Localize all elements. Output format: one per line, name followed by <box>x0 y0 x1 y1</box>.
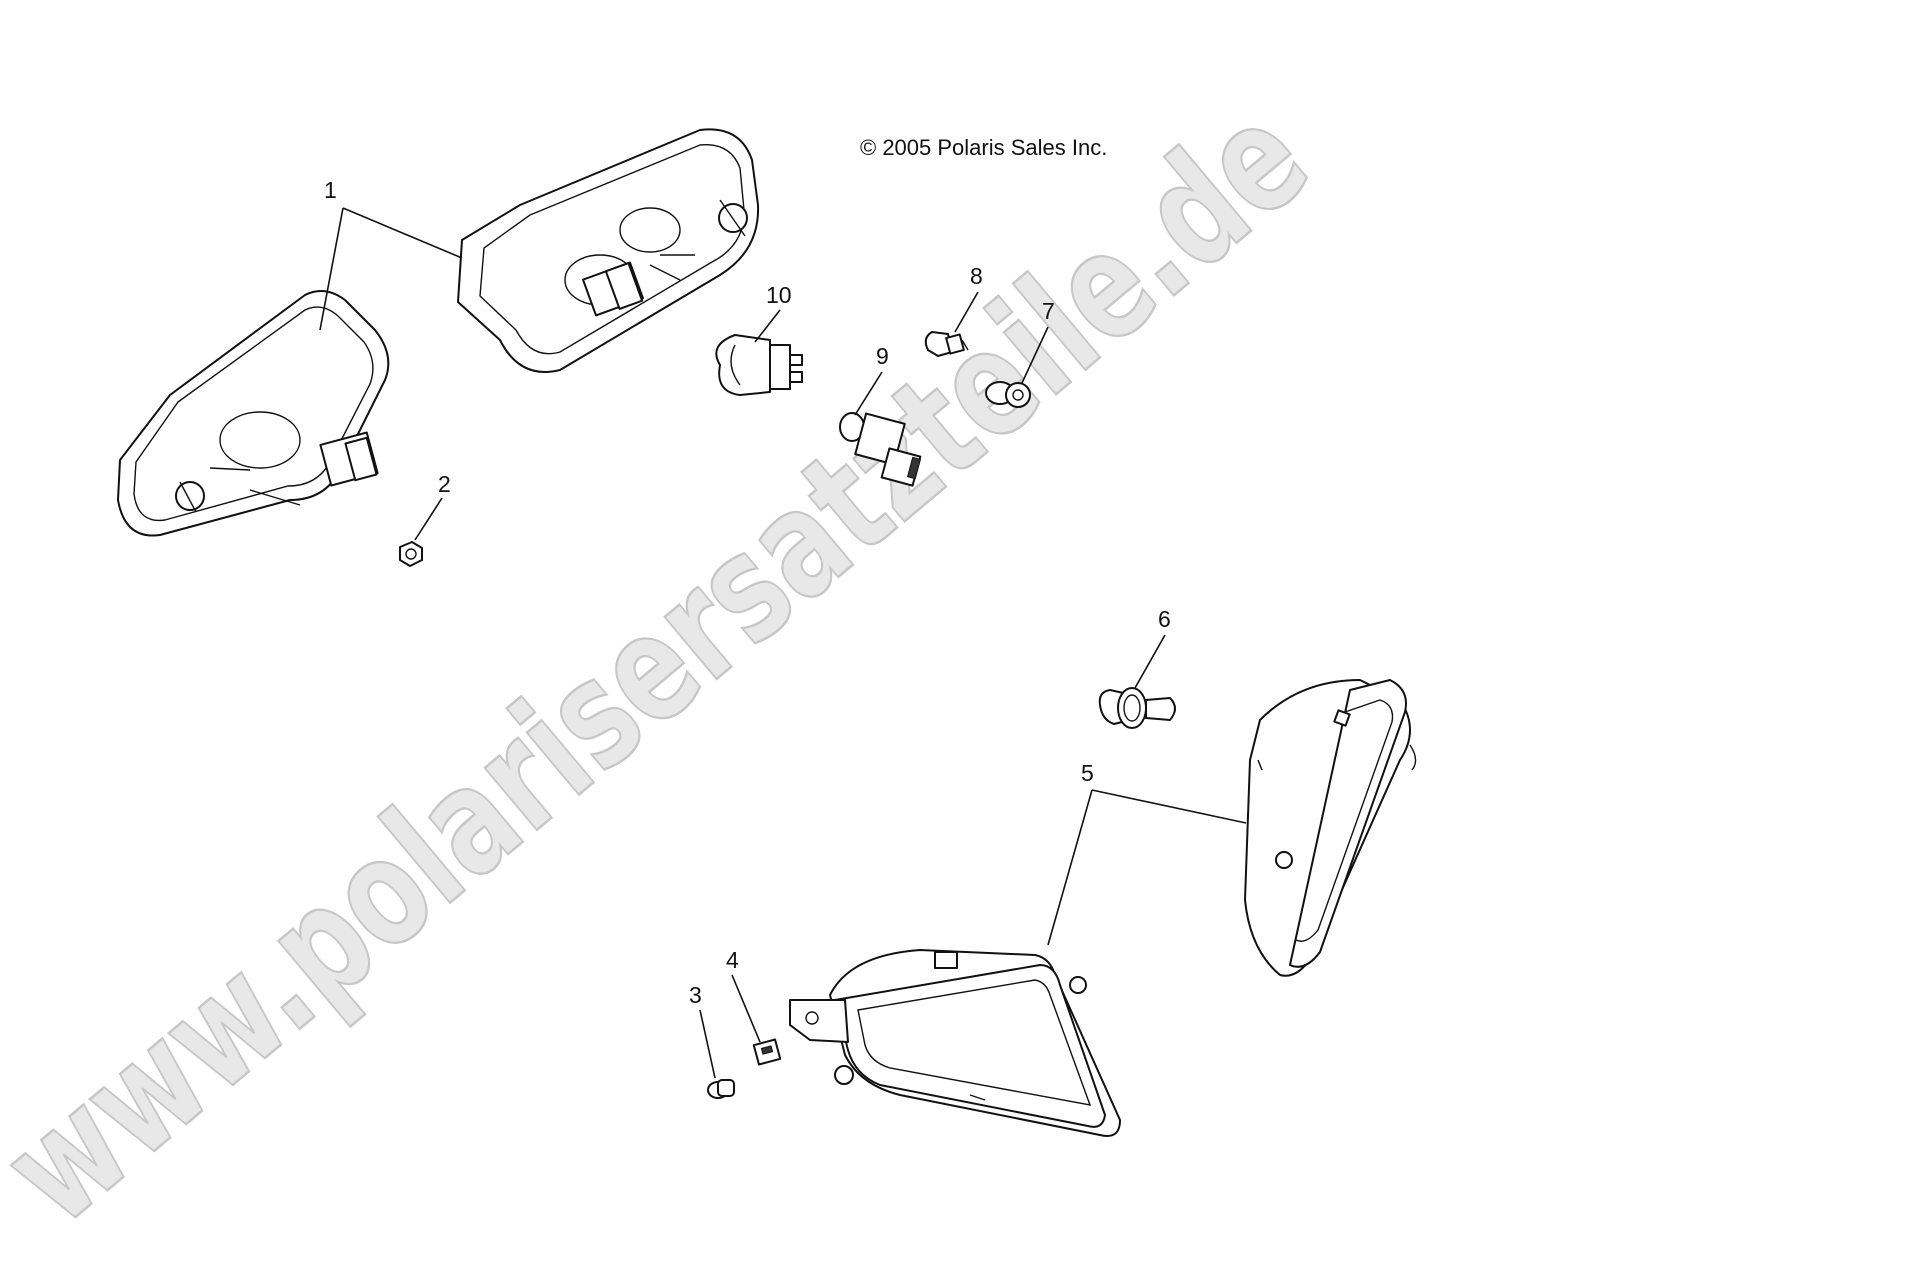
bulb-part-10 <box>715 334 803 396</box>
leader-line-10 <box>754 309 781 343</box>
callout-6: 6 <box>1158 606 1171 632</box>
tail-lamp-upper <box>457 128 760 373</box>
callout-9: 9 <box>876 343 889 369</box>
callout-4: 4 <box>726 947 739 973</box>
leader-line-1 <box>319 207 463 331</box>
leader-line-3 <box>699 1009 716 1079</box>
callout-2: 2 <box>438 471 451 497</box>
clip-part-4 <box>752 1038 782 1066</box>
headlight-bulb-part-6 <box>1098 687 1176 729</box>
leader-line-4 <box>731 974 761 1043</box>
bulb-part-8 <box>924 331 969 357</box>
callout-5: 5 <box>1081 760 1094 786</box>
callout-7: 7 <box>1042 298 1055 324</box>
screw-part-3 <box>707 1079 735 1099</box>
leader-line-9 <box>854 371 883 416</box>
tail-lamp-lower <box>117 290 390 537</box>
copyright-text: © 2005 Polaris Sales Inc. <box>860 135 1107 160</box>
callout-1: 1 <box>324 177 337 203</box>
headlight-left <box>789 949 1121 1137</box>
headlight-right <box>1244 679 1417 977</box>
socket-part-9 <box>839 412 922 487</box>
callout-8: 8 <box>970 263 983 289</box>
callout-3: 3 <box>689 982 702 1008</box>
nut-part-2 <box>399 541 423 567</box>
socket-part-7 <box>985 381 1031 408</box>
callout-10: 10 <box>766 282 792 308</box>
leader-line-8 <box>954 291 979 333</box>
leader-line-6 <box>1134 634 1166 689</box>
leader-line-5 <box>1047 789 1247 946</box>
leader-line-2 <box>414 497 443 541</box>
leader-line-7 <box>1021 326 1049 384</box>
